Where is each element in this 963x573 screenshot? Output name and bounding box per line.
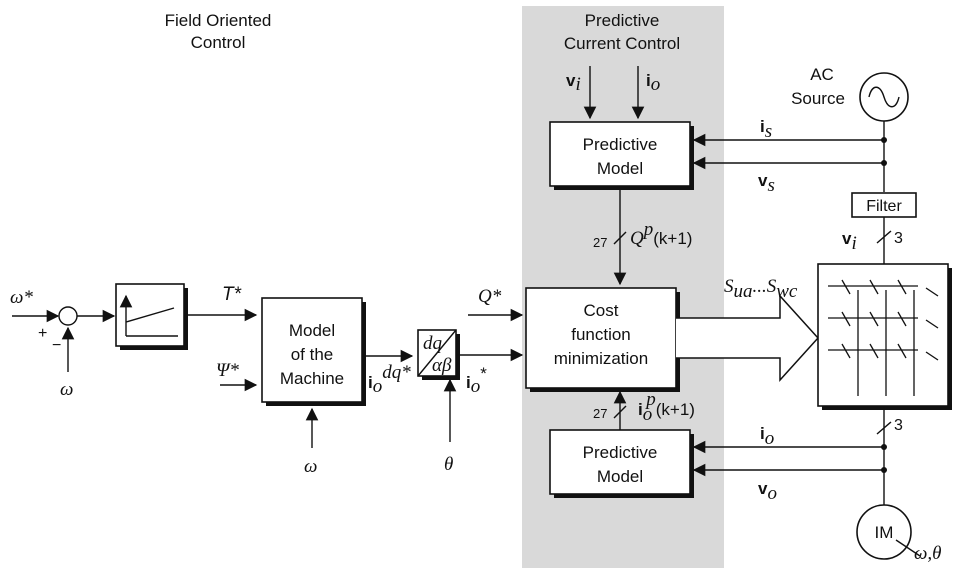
iop-label: iop(k+1): [638, 389, 695, 425]
qp-bus-count: 27: [593, 235, 607, 250]
predictive-model-top-line2: Model: [597, 159, 643, 178]
predictive-model-top-block: [549, 121, 691, 187]
summing-junction: [58, 306, 78, 326]
machine-model-block: [261, 297, 363, 403]
pcc-title-line1: Predictive: [585, 11, 660, 30]
iop-bus-count: 27: [593, 406, 607, 421]
omega-ref-label: ω*: [10, 287, 33, 308]
vi-output-label: vi: [842, 229, 857, 254]
vo-label: vo: [758, 479, 777, 504]
induction-motor: [856, 504, 912, 560]
transform-diagonal: [417, 329, 457, 377]
predictive-model-bottom-block: [549, 429, 691, 495]
pcc-title-line2: Current Control: [564, 34, 680, 53]
transform-top-label: dq: [423, 333, 443, 354]
phase-count-bottom: 3: [894, 417, 903, 434]
iop-bus-slash: [613, 405, 627, 419]
switch-grid-icon: [828, 279, 939, 396]
io-output-label: io: [760, 424, 774, 449]
phase-slash-top: [876, 230, 892, 244]
qp-bus-slash: [613, 231, 627, 245]
plus-sign: +: [38, 325, 47, 342]
vs-label: vs: [758, 171, 775, 196]
flux-ref-label: Ψ*: [216, 360, 239, 381]
omega-feedback-label: ω: [60, 379, 73, 400]
cost-function-line3: minimization: [554, 349, 648, 368]
cost-function-line2: function: [571, 325, 631, 344]
machine-model-line2: of the: [291, 345, 334, 364]
ac-source-line2: Source: [791, 89, 845, 108]
matrix-converter-block: [817, 263, 949, 407]
pi-response: [125, 307, 175, 323]
idq-ref-label: iodq*: [368, 362, 411, 397]
omega-machine-label: ω: [304, 456, 317, 477]
switching-signals-label: Sua...Swc: [724, 276, 798, 302]
transform-bottom-label: αβ: [432, 355, 452, 376]
filter-block: [851, 192, 917, 218]
motor-label: IM: [875, 523, 894, 542]
motor-output-line: [895, 539, 921, 557]
minus-sign: −: [52, 337, 61, 354]
torque-ref-label: T*: [222, 284, 242, 305]
io-input-label: io: [646, 71, 660, 95]
predictive-model-bottom-line1: Predictive: [583, 443, 658, 462]
predictive-model-bottom-line2: Model: [597, 467, 643, 486]
theta-label: θ: [444, 454, 453, 475]
phase-slash-bottom: [876, 421, 892, 435]
motor-output-label: ω,θ: [914, 543, 942, 564]
foc-title-line2: Control: [191, 33, 246, 52]
cost-function-block: [525, 287, 677, 389]
vi-input-label: vi: [566, 71, 581, 95]
is-label: is: [760, 117, 772, 142]
qp-label: Qp(k+1): [630, 219, 692, 249]
io-ref-label: io*: [466, 364, 487, 397]
cost-function-line1: Cost: [584, 301, 619, 320]
ac-source-line1: AC: [810, 65, 834, 84]
foc-title-line1: Field Oriented: [165, 11, 272, 30]
machine-model-line3: Machine: [280, 369, 344, 388]
machine-model-line1: Model: [289, 321, 335, 340]
sine-wave-icon: [868, 86, 900, 108]
phase-count-top: 3: [894, 230, 903, 247]
q-ref-label: Q*: [478, 286, 502, 307]
filter-label: Filter: [866, 198, 902, 215]
predictive-model-top-line1: Predictive: [583, 135, 658, 154]
